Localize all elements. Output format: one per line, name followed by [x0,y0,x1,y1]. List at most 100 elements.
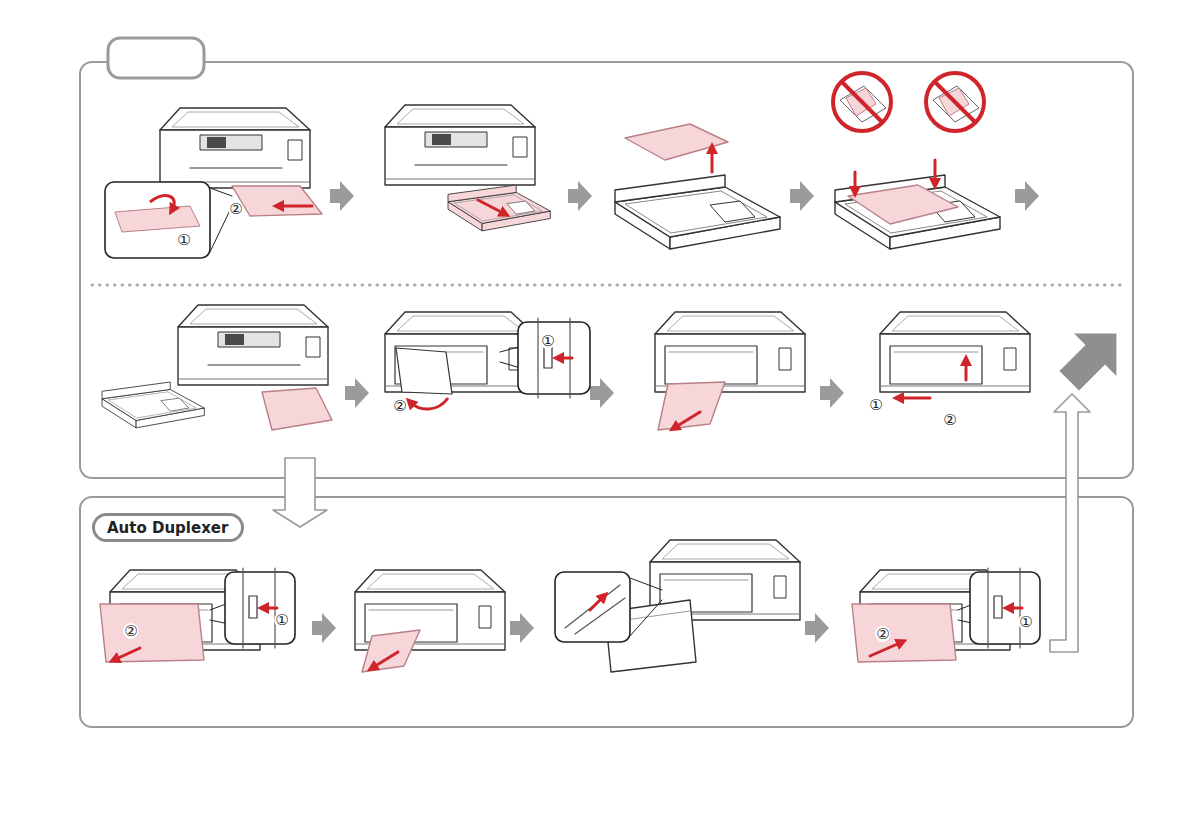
illustration-part [987,568,988,648]
illustration-part [425,132,487,147]
illustration-part [630,578,662,590]
illustration-part [397,109,524,124]
illustration-part [385,105,535,127]
detail-inset [958,568,1040,648]
illustration-part [345,378,369,408]
illustration-part [1048,312,1137,401]
illustration-part [172,112,299,127]
illustration-part [178,379,328,380]
illustration-part [478,200,505,214]
illustration-part [965,360,968,380]
illustration-part [415,164,507,165]
jammed-paper [658,382,725,430]
illustration-part [711,148,714,172]
illustration-part [262,388,332,430]
duplexer-unit [852,604,956,662]
illustration-part [880,312,1030,334]
illustration-part [242,568,243,648]
illustration-part [161,398,189,411]
panels [80,38,1138,727]
illustration-part [225,334,244,345]
illustration-part [1050,394,1090,652]
illustration-part [805,613,829,643]
illustration-part [934,160,937,184]
illustration-part [306,337,320,357]
illustration-part [854,172,857,192]
callout-number: ① [1018,614,1033,630]
illustration-part [710,201,755,222]
duplexer-unit [100,604,204,662]
illustration-part [1004,348,1016,370]
illustration-part [200,135,262,150]
detail-inset [555,572,662,642]
jammed-paper [232,186,322,216]
illustration-part [105,182,210,258]
illustration-part [160,130,310,188]
illustration-part [935,82,975,122]
printer-drawing [160,108,310,188]
illustration-part [894,352,978,353]
illustration-part [312,613,336,643]
heading-text: Auto Duplexer [107,519,228,537]
illustration-part [80,497,1133,727]
paper-cassette [835,175,1000,249]
illustration-part [510,613,534,643]
illustration-part [367,574,494,589]
illustration-part [790,181,814,211]
detail-inset [210,568,295,648]
illustration-part [590,596,604,610]
illustration-part [372,652,398,668]
illustration-part [674,412,700,428]
illustration-part [507,201,535,214]
callout-number: ① [540,333,555,349]
illustration-part [833,73,891,131]
illustration-part [207,137,226,148]
illustration-part [667,316,794,331]
illustration-part [994,596,1002,618]
paper-removed [625,124,728,172]
illustration-part [848,185,958,224]
illustration-part [479,606,491,628]
callout-number: ② [392,398,407,414]
illustration-part [537,318,538,398]
illustration-part [385,312,535,334]
illustration-part [160,108,310,130]
illustration-part [100,604,204,662]
illustration-part [852,604,956,662]
illustration-part [190,309,317,324]
illustration-part [870,642,902,656]
illustration-part [273,458,327,527]
illustration-part [396,348,452,394]
callout-number: ① [274,612,289,628]
illustration-part [898,397,930,400]
illustration-part [115,206,200,232]
printer-drawing [178,305,328,385]
illustration-part [114,648,140,660]
detail-inset [105,182,232,258]
illustration-part [385,179,535,180]
callout-number: ① [176,232,191,248]
illustration-part [448,185,516,202]
illustration-part [650,540,800,562]
illustration-part [263,607,277,610]
paper-cassette [448,185,550,231]
illustration-part [555,572,630,642]
illustration-part [820,378,844,408]
illustration-part [1048,312,1137,401]
illustration-part [178,327,328,385]
paper-reloaded [848,160,958,224]
illustration-part [518,322,590,394]
illustration-part [355,570,505,592]
illustration-part [385,127,535,185]
illustration-part [92,284,1122,287]
illustration-part [615,175,725,202]
illustration-part [655,312,805,334]
jammed-paper [262,388,332,430]
illustration-part [630,600,662,636]
illustration-part [397,316,524,331]
illustration-part [432,134,451,145]
illustration-part [544,346,552,368]
illustration-part [842,82,882,122]
illustration-part [833,73,891,131]
illustration-part [926,73,984,131]
